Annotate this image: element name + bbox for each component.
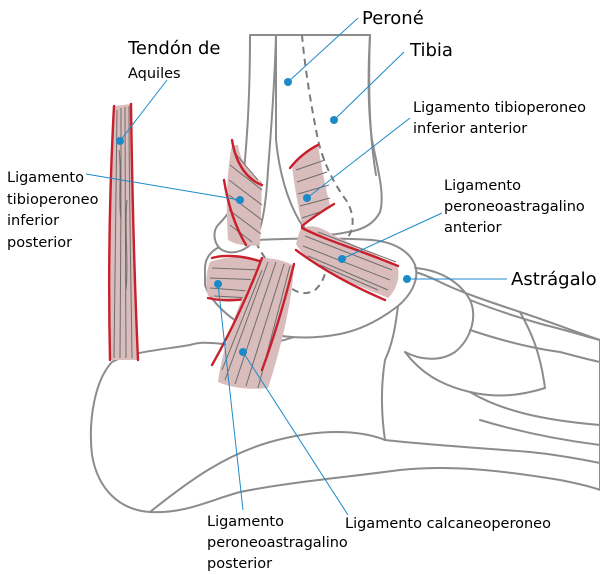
label-tendon-line2: Aquiles (128, 66, 181, 82)
leader-calcaneo (242, 351, 349, 516)
leader-perone (287, 17, 359, 83)
label-tib-ant-line1: Ligamento tibioperoneo (413, 100, 586, 116)
tibia-hidden-edge (301, 34, 354, 241)
leader-tib-ant (306, 117, 411, 199)
ligaments (108, 102, 400, 389)
leaders (85, 17, 507, 516)
dot-calcaneo (239, 348, 247, 356)
cuneiform-lines (469, 299, 561, 389)
label-pa-post-line1: Ligamento (207, 514, 284, 530)
label-pa-ant-line2: peroneoastragalino (444, 199, 585, 215)
label-pa-post-line2: peroneoastragalino (207, 535, 348, 551)
fibula-hidden-edge (245, 219, 327, 295)
leader-pa-ant (341, 212, 443, 260)
dot-tendon (116, 137, 124, 145)
dot-tib-post (236, 196, 244, 204)
label-tibia: Tibia (409, 40, 453, 61)
achilles-tendon (108, 102, 140, 362)
label-calcaneo: Ligamento calcaneoperoneo (345, 516, 551, 532)
label-tib-ant-line2: inferior anterior (413, 121, 527, 137)
posterior-inferior-tibiofibular-ligament (222, 138, 264, 247)
label-astragalo: Astrágalo (511, 269, 597, 290)
leader-tib-post (85, 173, 241, 201)
label-tendon-line1: Tendón de (127, 38, 221, 59)
dot-astragalo (403, 275, 411, 283)
navicular (404, 267, 475, 360)
calcaneofibular-ligament (210, 256, 296, 389)
label-pa-ant-line1: Ligamento (444, 178, 521, 194)
label-perone: Peroné (362, 8, 424, 29)
labels: Peroné Tibia Tendón de Aquiles Ligamento… (7, 8, 597, 572)
label-tib-post-line2: tibioperoneo (7, 192, 99, 208)
dot-perone (284, 78, 292, 86)
dot-pa-post (214, 280, 222, 288)
anterior-inferior-tibiofibular-ligament (288, 143, 336, 228)
dot-tib-ant (303, 194, 311, 202)
metatarsal-lines (384, 324, 600, 464)
label-tib-post-line1: Ligamento (7, 170, 84, 186)
label-pa-ant-line3: anterior (444, 220, 502, 236)
leader-tendon (119, 79, 168, 142)
calcaneus-contour (149, 431, 386, 513)
leader-pa-post (217, 283, 244, 511)
dot-pa-ant (338, 255, 346, 263)
tibia-crest (368, 34, 377, 176)
anterior-talofibular-ligament (294, 226, 400, 302)
leader-tibia (333, 51, 405, 121)
label-tib-post-line3: inferior (7, 213, 59, 229)
label-pa-post-line3: posterior (207, 556, 272, 572)
talus-neck-line (380, 305, 399, 441)
dot-tibia (330, 116, 338, 124)
label-tib-post-line4: posterior (7, 235, 72, 251)
